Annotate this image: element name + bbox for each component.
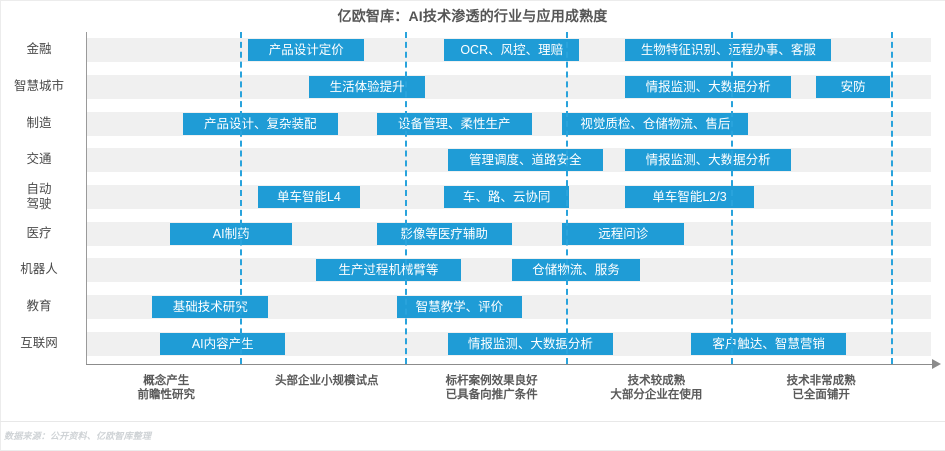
y-axis-line: [86, 32, 87, 364]
y-axis-label-line1: 教育: [26, 299, 52, 313]
y-axis-label-2: 制造: [0, 116, 78, 131]
stage-label-line2: 前瞻性研究: [137, 389, 196, 401]
stage-label-0: 概念产生前瞻性研究: [86, 374, 246, 402]
y-axis-label-1: 智慧城市: [0, 79, 78, 94]
row-band: [86, 258, 931, 283]
y-axis-label-8: 互联网: [0, 336, 78, 351]
application-bar[interactable]: 情报监测、大数据分析: [447, 332, 614, 355]
y-axis-label-line1: 金融: [26, 42, 52, 57]
y-axis-label-4: 自动驾驶: [0, 182, 78, 212]
application-bar[interactable]: 视觉质检、仓储物流、售后: [562, 112, 749, 135]
y-axis-label-line2: 驾驶: [26, 197, 52, 211]
x-axis-arrow-icon: [932, 359, 941, 369]
application-bar[interactable]: OCR、风控、理赔: [444, 39, 580, 62]
application-bar[interactable]: 生产过程机械臂等: [315, 259, 462, 282]
application-bar[interactable]: 单车智能L4: [258, 186, 360, 208]
application-bar[interactable]: 智慧教学、评价: [396, 296, 522, 318]
application-bar[interactable]: 影像等医疗辅助: [376, 222, 512, 245]
y-axis-label-line1: 机器人: [20, 262, 58, 277]
application-bar[interactable]: 远程问诊: [562, 222, 685, 245]
application-bar[interactable]: 生活体验提升: [308, 76, 426, 98]
stage-label-line2: 已具备向推广条件: [445, 389, 538, 401]
application-bar[interactable]: 基础技术研究: [152, 296, 269, 318]
application-bar[interactable]: 生物特征识别、远程办事、客服: [625, 39, 832, 62]
application-bar[interactable]: 车、路、云协同: [444, 186, 570, 208]
stage-gridline-4: [891, 32, 894, 364]
source-note: 数据来源：公开资料、亿欧智库整理: [4, 431, 152, 441]
y-axis-label-line1: 制造: [26, 115, 52, 130]
application-bar[interactable]: 仓储物流、服务: [511, 259, 641, 282]
stage-label-line2: 已全面铺开: [792, 389, 850, 401]
stage-label-2: 标杆案例效果良好已具备向推广条件: [412, 374, 572, 402]
y-axis-label-line1: 自动: [26, 182, 52, 196]
stage-gridline-0: [239, 32, 242, 364]
footer-divider: [0, 421, 945, 422]
stage-label-line2: 大部分企业在使用: [610, 389, 703, 401]
stage-label-line1: 技术非常成熟: [786, 375, 856, 387]
application-bar[interactable]: 产品设计定价: [248, 39, 365, 62]
stage-label-line1: 概念产生: [143, 375, 190, 387]
application-bar[interactable]: 安防: [815, 76, 891, 98]
application-bar[interactable]: 单车智能L2/3: [625, 186, 754, 208]
application-bar[interactable]: AI制药: [170, 222, 293, 245]
stage-label-4: 技术非常成熟已全面铺开: [741, 374, 901, 402]
y-axis-label-line1: 智慧城市: [13, 79, 64, 93]
y-axis-label-line1: 医疗: [26, 225, 52, 240]
application-bar[interactable]: 客户触达、智慧营销: [690, 332, 847, 355]
y-axis-label-5: 医疗: [0, 226, 78, 241]
stage-label-line1: 标杆案例效果良好: [445, 375, 538, 387]
y-axis-label-line1: 交通: [26, 152, 52, 167]
stage-label-1: 头部企业小规模试点: [247, 374, 407, 388]
row-band: [86, 75, 931, 99]
stage-gridline-3: [730, 32, 733, 364]
y-axis-label-3: 交通: [0, 152, 78, 167]
stage-label-line1: 头部企业小规模试点: [275, 375, 379, 387]
stage-gridline-2: [565, 32, 568, 364]
page-title: 亿欧智库：AI技术渗透的行业与应用成熟度: [337, 8, 608, 24]
application-bar[interactable]: 产品设计、复杂装配: [182, 112, 338, 135]
y-axis-label-7: 教育: [0, 299, 78, 314]
y-axis-label-0: 金融: [0, 42, 78, 57]
stage-label-line1: 技术较成熟: [627, 375, 686, 387]
stage-gridline-1: [405, 32, 408, 364]
application-bar[interactable]: 情报监测、大数据分析: [625, 76, 791, 98]
application-bar[interactable]: 管理调度、道路安全: [447, 149, 603, 172]
application-bar[interactable]: 设备管理、柔性生产: [376, 112, 532, 135]
application-bar[interactable]: AI内容产生: [160, 332, 286, 355]
application-bar[interactable]: 情报监测、大数据分析: [625, 149, 791, 172]
stage-label-3: 技术较成熟大部分企业在使用: [576, 374, 736, 402]
y-axis-label-line1: 互联网: [20, 335, 58, 350]
y-axis-label-6: 机器人: [0, 262, 78, 277]
x-axis-line: [86, 364, 935, 365]
